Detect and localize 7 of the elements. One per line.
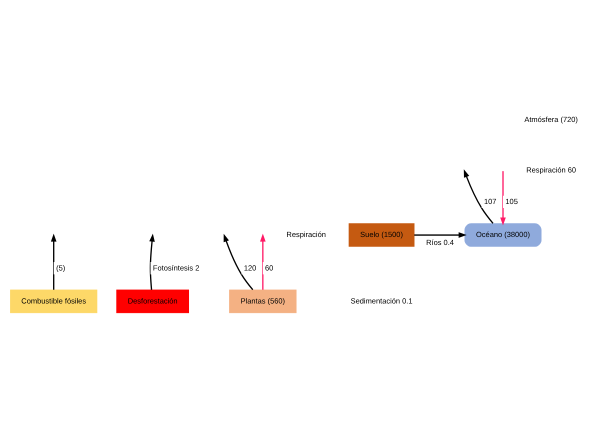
arrow xyxy=(414,232,467,238)
arrow xyxy=(500,171,506,226)
arrow xyxy=(224,234,254,290)
arrow xyxy=(464,169,494,224)
arrow xyxy=(260,234,266,290)
arrow xyxy=(149,234,155,290)
arrow xyxy=(50,234,57,290)
